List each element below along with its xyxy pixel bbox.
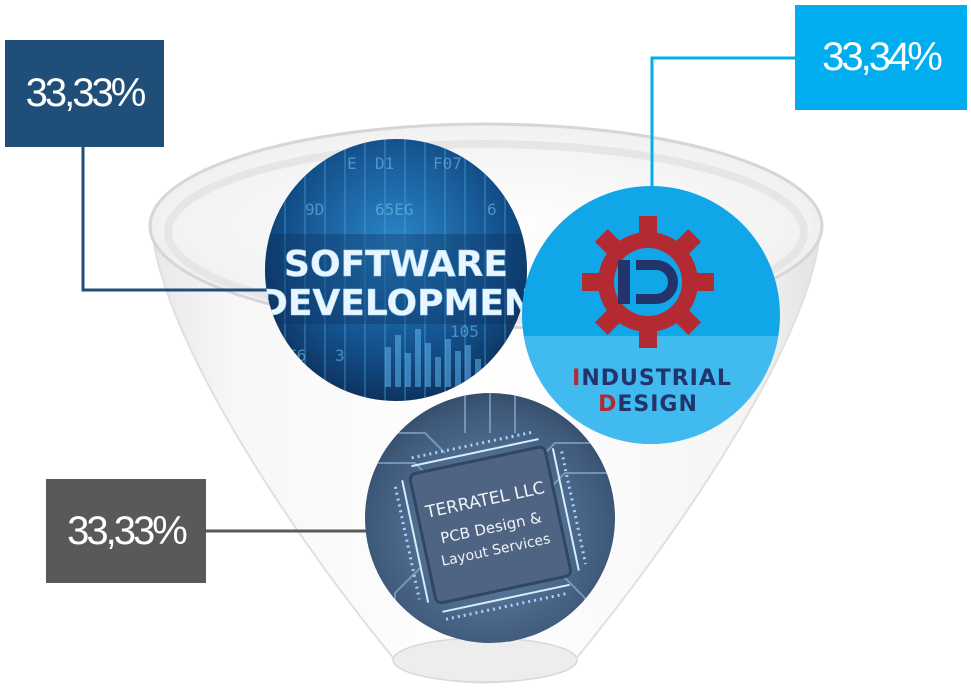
software-connector-line [81, 147, 268, 292]
industrial-connector-line [650, 56, 795, 195]
pcb-percentage-label: 33,33% [67, 508, 188, 553]
industrial-design-logo: INDUSTRIAL DESIGN [522, 186, 780, 444]
software-percentage-box: 33,33% [5, 40, 164, 147]
pcb-design-image: TERRATEL LLC PCB Design & Layout Service… [365, 393, 615, 643]
industrial-title-line2: DESIGN [598, 392, 698, 417]
software-title-line1: SOFTWARE [284, 244, 508, 285]
svg-text:E: E [347, 154, 357, 173]
software-title-line2: DEVELOPMEN [265, 283, 527, 324]
industrial-percentage-label: 33,34% [822, 35, 943, 79]
software-development-image: E D1 F07 9D 65EG 6 105 F6 3 SOFTWARE DEV… [265, 139, 527, 401]
svg-text:65EG: 65EG [375, 200, 414, 219]
svg-text:9D: 9D [305, 200, 324, 219]
svg-text:6: 6 [487, 200, 497, 219]
industrial-percentage-box: 33,34% [795, 5, 967, 110]
svg-text:F07: F07 [433, 154, 462, 173]
svg-text:F6: F6 [287, 346, 306, 365]
svg-text:D1: D1 [375, 154, 394, 173]
svg-text:105: 105 [450, 322, 479, 341]
software-percentage-label: 33,33% [25, 71, 147, 115]
pcb-percentage-box: 33,33% [46, 479, 206, 583]
svg-text:3: 3 [335, 346, 345, 365]
industrial-title-line1: INDUSTRIAL [572, 366, 732, 391]
